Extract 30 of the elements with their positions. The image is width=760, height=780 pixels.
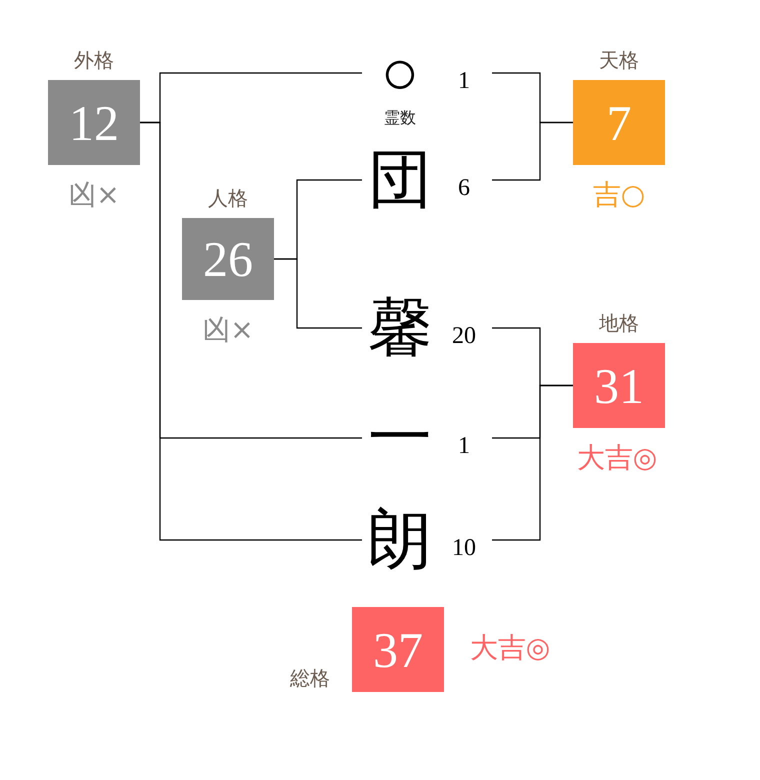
fortune-rating: 大吉◎: [470, 632, 550, 664]
name-character: ○: [380, 37, 420, 109]
score-box: 12: [48, 80, 140, 165]
bracket-line: [492, 122, 573, 181]
stroke-count: 1: [458, 433, 470, 459]
stroke-count: 1: [458, 68, 470, 94]
grade-heading: 人格: [208, 186, 248, 210]
score-box: 7: [573, 80, 665, 165]
fortune-rating: 凶×: [202, 314, 254, 346]
stroke-count: 10: [452, 535, 476, 561]
grade-heading: 天格: [599, 48, 639, 72]
bracket-line: [274, 258, 362, 329]
name-character: 朗: [368, 504, 432, 576]
stroke-count: 20: [452, 323, 476, 349]
bracket-line: [492, 384, 573, 541]
fortune-rating: 吉○: [592, 179, 646, 211]
spirit-number-label: 霊数: [384, 109, 416, 129]
grade-heading: 地格: [599, 311, 639, 335]
fortune-rating: 凶×: [68, 179, 120, 211]
name-character: 団: [368, 144, 432, 216]
score-box: 37: [352, 607, 444, 692]
score-box: 31: [573, 343, 665, 428]
name-character: 馨: [368, 292, 432, 364]
grade-heading: 総格: [290, 666, 330, 690]
bracket-line: [140, 122, 362, 541]
grade-heading: 外格: [74, 48, 114, 72]
name-character: 一: [368, 402, 432, 474]
fortune-rating: 大吉◎: [576, 442, 658, 474]
stroke-count: 6: [458, 175, 470, 201]
score-box: 26: [182, 218, 274, 300]
